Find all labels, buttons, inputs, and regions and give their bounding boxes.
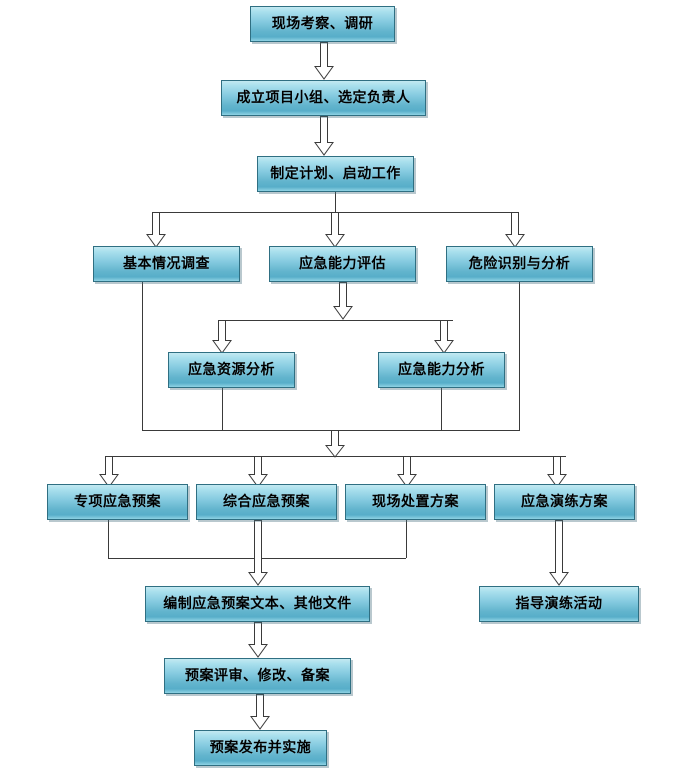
arrow-to-n13 (248, 520, 268, 586)
flow-node-hazard-identification-analysis[interactable]: 危险识别与分析 (446, 246, 593, 282)
arrow-to-n10 (248, 456, 268, 488)
flow-node-special-emergency-plan[interactable]: 专项应急预案 (47, 484, 188, 520)
arrow-n2-n3 (314, 116, 334, 156)
flow-node-label: 综合应急预案 (223, 494, 310, 510)
flow-node-on-site-disposal-plan[interactable]: 现场处置方案 (345, 484, 486, 520)
arrow-n15-n16 (250, 694, 270, 730)
arrow-to-n9 (99, 456, 119, 488)
connector-n6-drop (519, 282, 520, 430)
flow-node-emergency-capability-analysis[interactable]: 应急能力分析 (378, 352, 505, 388)
flow-node-basic-situation-survey[interactable]: 基本情况调查 (93, 246, 240, 282)
flow-node-label: 指导演练活动 (515, 596, 603, 612)
flow-node-label: 编制应急预案文本、其他文件 (163, 596, 352, 612)
flow-node-review-revise-file[interactable]: 预案评审、修改、备案 (164, 658, 351, 694)
flow-node-release-and-implement[interactable]: 预案发布并实施 (194, 730, 327, 766)
arrow-n1-n2 (314, 42, 334, 80)
flow-node-guide-drill-activities[interactable]: 指导演练活动 (479, 586, 639, 622)
flow-node-compile-plan-text-documents[interactable]: 编制应急预案文本、其他文件 (145, 586, 370, 622)
flow-node-label: 危险识别与分析 (468, 256, 571, 272)
flow-node-label: 预案发布并实施 (209, 740, 312, 756)
flow-node-label: 专项应急预案 (74, 494, 161, 510)
flow-node-label: 基本情况调查 (123, 256, 210, 272)
flow-node-label: 现场处置方案 (372, 494, 459, 510)
arrow-to-n8 (434, 320, 454, 354)
flow-node-label: 现场考察、调研 (271, 16, 374, 32)
flow-node-label: 应急能力评估 (299, 256, 386, 272)
flow-node-label: 制定计划、启动工作 (270, 166, 401, 182)
arrow-to-n11 (397, 456, 417, 488)
flow-node-emergency-resource-analysis[interactable]: 应急资源分析 (168, 352, 295, 388)
flow-node-label: 应急演练方案 (521, 494, 608, 510)
flow-node-site-survey[interactable]: 现场考察、调研 (250, 6, 395, 42)
connector-n8-drop (441, 388, 442, 430)
arrow-to-n6 (505, 212, 525, 248)
flow-node-label: 应急资源分析 (188, 362, 275, 378)
flow-node-form-project-team[interactable]: 成立项目小组、选定负责人 (221, 80, 426, 116)
flow-node-emergency-capability-assessment[interactable]: 应急能力评估 (269, 246, 416, 282)
connector-n9-drop (108, 520, 109, 558)
connector-n11-drop (406, 520, 407, 558)
flow-node-label: 成立项目小组、选定负责人 (236, 90, 411, 106)
flow-node-emergency-drill-plan[interactable]: 应急演练方案 (494, 484, 635, 520)
connector-n4-drop (142, 282, 143, 430)
arrow-to-n12 (547, 456, 567, 488)
distribution-bar-level3 (108, 456, 566, 457)
arrow-n5-down (333, 282, 353, 320)
flow-node-label: 预案评审、修改、备案 (185, 668, 330, 684)
distribution-bar-level2 (221, 320, 453, 321)
arrow-to-n4 (146, 212, 166, 248)
flow-node-label: 应急能力分析 (398, 362, 485, 378)
arrow-to-n5 (325, 212, 345, 248)
connector-n3-stem (335, 192, 336, 212)
flow-node-make-plan-start-work[interactable]: 制定计划、启动工作 (257, 156, 414, 192)
arrow-n12-n14 (549, 520, 569, 586)
flow-node-comprehensive-emergency-plan[interactable]: 综合应急预案 (196, 484, 337, 520)
arrow-n13-n15 (248, 622, 268, 658)
connector-n7-drop (222, 388, 223, 430)
arrow-to-n7 (212, 320, 232, 354)
arrow-collector-to-distribution (325, 430, 345, 458)
